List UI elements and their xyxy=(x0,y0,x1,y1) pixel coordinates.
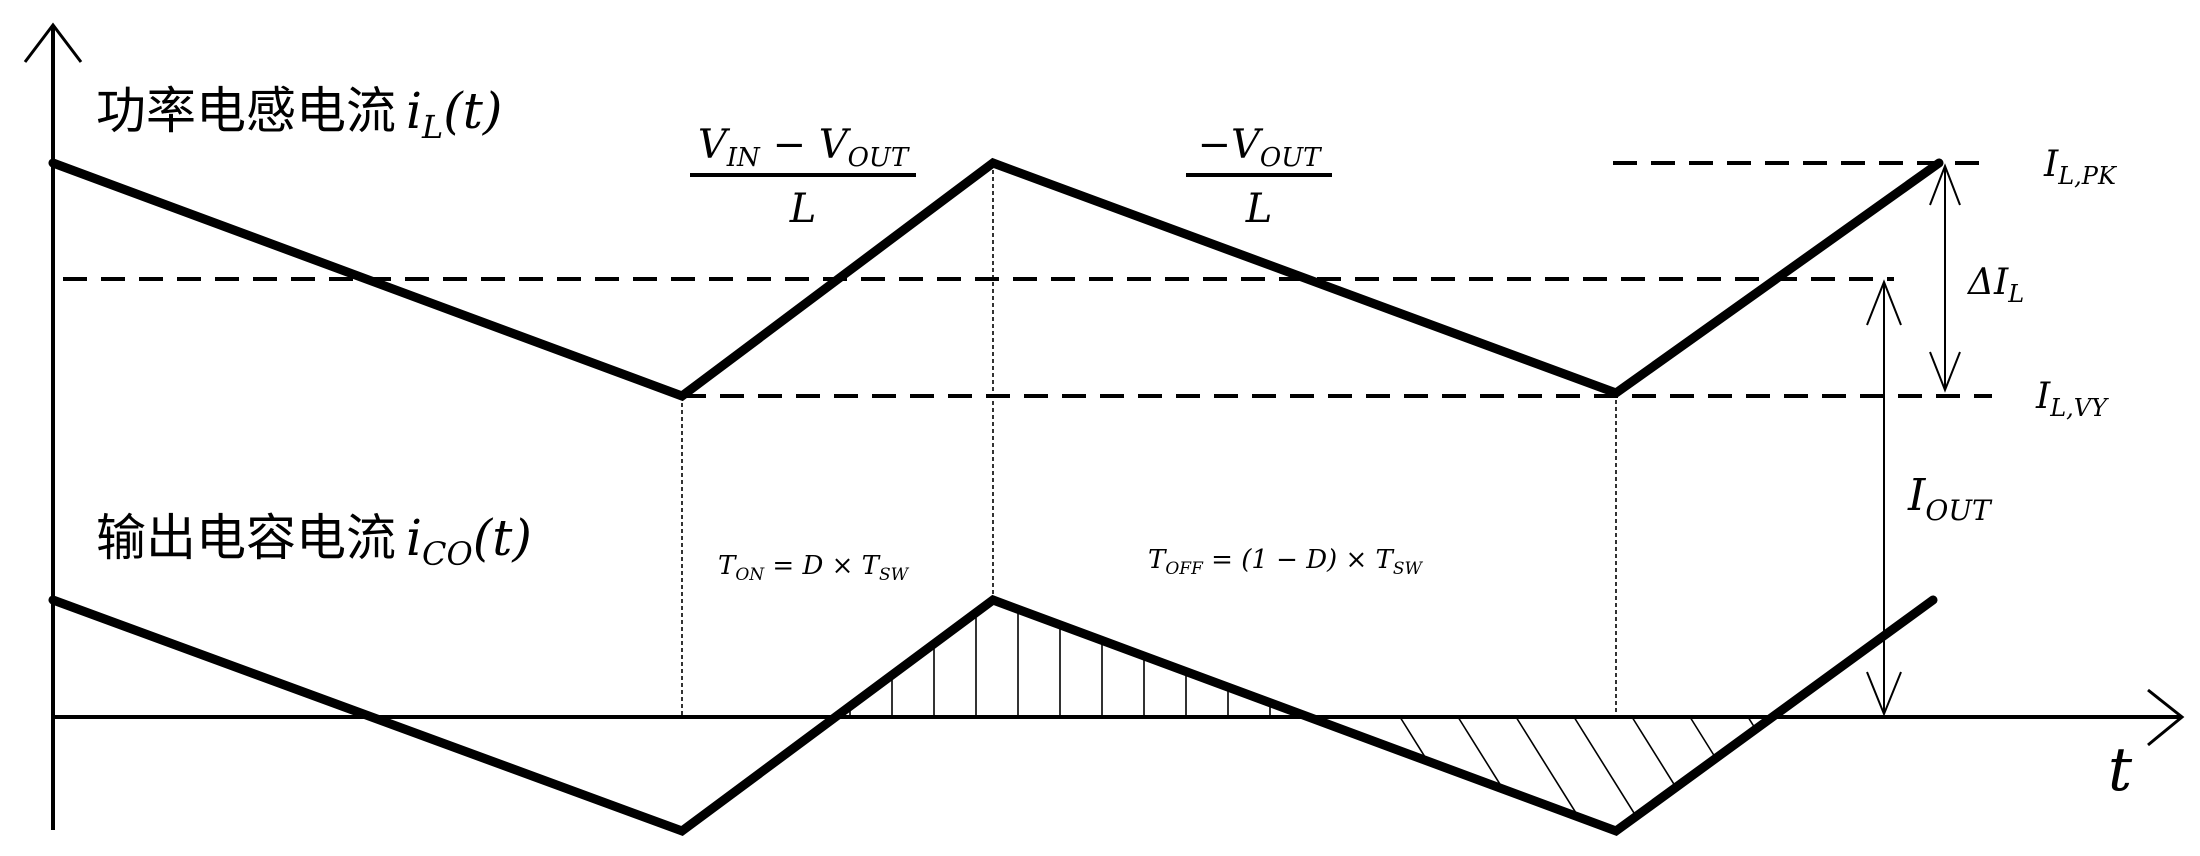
sub: L xyxy=(421,108,443,146)
eq: = D × T xyxy=(764,551,880,581)
x-axis-arrow-icon xyxy=(2147,688,2185,747)
inductor-current-waveform xyxy=(48,157,1944,402)
ripple-current-label: ΔIL xyxy=(1966,262,2024,308)
var: i xyxy=(406,82,422,140)
arg: (t) xyxy=(473,509,532,567)
arrowhead-up-icon xyxy=(1866,279,1902,326)
v: V xyxy=(698,122,731,168)
on-time-label: TON = D × TSW xyxy=(718,551,910,585)
hatch-line xyxy=(1631,716,1676,787)
arg: (t) xyxy=(443,82,502,140)
t: T xyxy=(1148,545,1167,575)
time-axis-label: t xyxy=(2108,735,2133,805)
eq: = (1 − D) × T xyxy=(1203,545,1395,575)
sub: OUT xyxy=(1260,143,1322,173)
i: I xyxy=(2035,376,2051,417)
sub: OUT xyxy=(1925,494,1993,527)
i: I xyxy=(1907,470,1927,521)
off-time-label: TOFF = (1 − D) × TSW xyxy=(1148,545,1423,579)
sub: SW xyxy=(1393,559,1424,579)
arrowhead-down-icon xyxy=(1866,671,1902,717)
on-slope-numerator: VIN − VOUT xyxy=(698,122,910,173)
off-slope-denominator: L xyxy=(1245,186,1273,232)
hatch-line xyxy=(1399,716,1427,760)
capacitor-current-waveform xyxy=(48,594,1938,837)
i: ΔI xyxy=(1966,262,2009,303)
cap-title: 输出电容电流 xyxy=(96,509,396,567)
sub: OUT xyxy=(848,143,910,173)
minus: − xyxy=(760,122,819,168)
v: V xyxy=(819,122,852,168)
valley-current-label: IL,VY xyxy=(2035,376,2109,422)
hatch-line xyxy=(1573,716,1636,816)
y-axis-arrow-icon xyxy=(23,22,83,63)
on-slope-denominator: L xyxy=(789,186,817,232)
hatch-line xyxy=(1515,716,1578,816)
hatch-line xyxy=(1457,716,1502,787)
i: I xyxy=(2043,144,2059,185)
t: T xyxy=(718,551,737,581)
arrowhead-up-icon xyxy=(1929,163,1961,206)
v: −V xyxy=(1198,122,1265,168)
peak-current-label: IL,PK xyxy=(2043,144,2118,190)
arrowhead-down-icon xyxy=(1929,351,1961,393)
sub: OFF xyxy=(1165,559,1204,579)
hatch-line xyxy=(1689,716,1716,758)
negative-charge-hatching xyxy=(1399,716,1756,816)
sub: L,VY xyxy=(2049,394,2109,422)
var: i xyxy=(406,509,422,567)
inductor-title: 功率电感电流 xyxy=(96,82,396,140)
sub: L,PK xyxy=(2057,162,2118,190)
off-slope-numerator: −VOUT xyxy=(1198,122,1323,173)
sub: ON xyxy=(735,565,765,585)
output-current-label: IOUT xyxy=(1907,470,1993,527)
sub: IN xyxy=(726,143,761,173)
sub: L xyxy=(2007,280,2024,308)
sub: CO xyxy=(422,535,473,573)
sub: SW xyxy=(879,565,910,585)
